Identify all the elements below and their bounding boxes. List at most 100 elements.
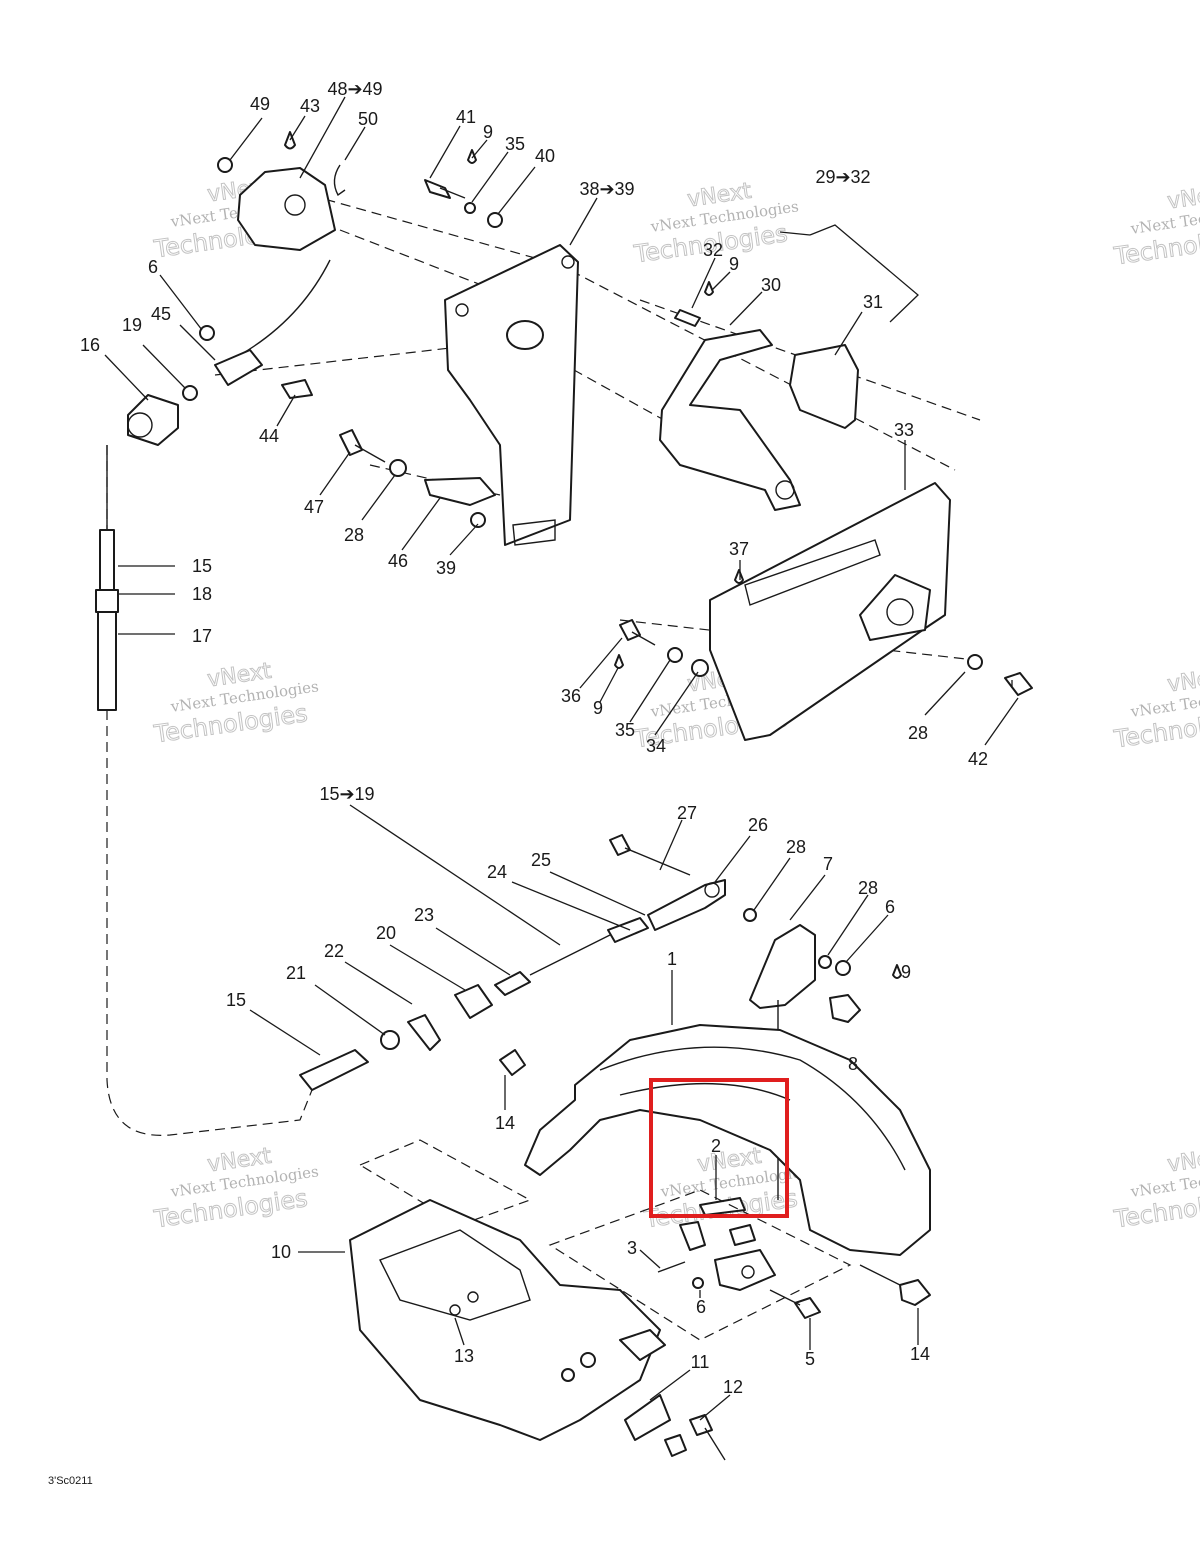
callout-9: 9 [729,254,739,274]
washer-part [380,1030,400,1050]
brake-pad-part [699,1197,746,1216]
callout-40: 40 [535,146,555,166]
side-cover-plate [709,482,951,741]
washer-part [487,212,503,228]
caliper-hole [741,1265,755,1279]
chaincase-hole [449,1304,461,1316]
assembly-axis-line [309,194,956,471]
brake-pedal-arm [659,329,801,511]
callout-39: 39 [436,558,456,578]
cable-threaded-end [99,529,115,591]
callout-29-32: 29➔32 [815,167,870,187]
brake-bracket-plate [444,244,579,546]
cable-end-part [214,349,263,386]
washer-part [182,385,198,401]
nut-part [835,960,851,976]
callout-labels: 49 43 48➔49 50 41 9 35 40 38➔39 29➔32 32… [80,79,988,1397]
screw-thread [859,1264,901,1286]
nut-part [692,1277,704,1289]
spring-clip-part [333,164,346,197]
callout-44: 44 [259,426,279,446]
callout-38-39: 38➔39 [579,179,634,199]
lock-washer-part [464,202,476,214]
thread-lock-icon [704,281,714,296]
bolt-thread [354,444,386,463]
callout-27: 27 [677,803,697,823]
washer-part [743,908,757,922]
plate-part [624,1394,671,1441]
callout-20: 20 [376,923,396,943]
cover-hole [886,598,914,626]
lower-assembly [349,1024,931,1461]
cover-boss [859,574,931,641]
grease-drop-icon [284,131,296,150]
callout-31: 31 [863,292,883,312]
brake-lever-arm [647,879,726,931]
clip-part [407,1014,441,1051]
bolt-thread [631,631,656,646]
callout-11: 11 [691,1352,710,1372]
bracket-clip-part [424,477,496,506]
leader-line [779,231,811,236]
washer-part [691,659,709,677]
bearing-part [619,1329,666,1361]
callout-15-19: 15➔19 [319,784,374,804]
rivet-part [689,1414,713,1436]
plate-slot [512,519,556,546]
brake-pad-part [679,1221,706,1251]
callout-42: 42 [968,749,988,769]
figure-reference: 3'Sc0211 [48,1475,93,1487]
cable-housing-cap-part [127,394,179,446]
chaincase-housing [349,1199,661,1441]
watermark-vnext: vNext [1166,1144,1200,1178]
lever-pivot [704,882,720,898]
callout-2: 2 [711,1136,721,1156]
washer-part [667,647,683,663]
cable-rod [529,934,611,976]
callout-28: 28 [908,723,928,743]
rod-end-part [607,917,649,943]
callout-46: 46 [388,551,408,571]
highlight-box [649,1078,789,1218]
callout-9: 9 [593,698,603,718]
callout-26: 26 [748,815,768,835]
callout-24: 24 [487,862,507,882]
callout-10: 10 [271,1242,291,1262]
callout-22: 22 [324,941,344,961]
callout-14: 14 [495,1113,515,1133]
bolt-thread [439,187,466,199]
thread-lock-icon [734,569,744,584]
callout-14: 14 [910,1344,930,1364]
chaincase-inner [379,1229,531,1321]
caliper-bracket-part [749,924,816,1009]
rivet-part [664,1434,687,1457]
callout-19: 19 [122,315,142,335]
nut-part [199,325,215,341]
callout-47: 47 [304,497,324,517]
watermark-vnext: vNext [1166,664,1200,698]
callout-49: 49 [250,94,270,114]
cover-slot [744,539,881,606]
callout-9: 9 [901,962,911,982]
screw-part [899,1279,931,1306]
callout-33: 33 [894,420,914,440]
assembly-outline [548,1189,852,1341]
rivet-shank [704,1427,726,1461]
guard-rib [619,1082,791,1101]
callout-1: 1 [667,949,677,969]
callout-30: 30 [761,275,781,295]
cable-end-part [299,1049,369,1091]
nut-part [580,1352,596,1368]
pedal-pad [789,344,859,429]
callout-3: 3 [627,1238,637,1258]
brake-disc-guard [524,1024,931,1256]
callout-8: 8 [848,1054,858,1074]
adjuster-part [494,971,531,996]
nut-part [470,512,486,528]
callout-6: 6 [148,257,158,277]
callout-5: 5 [805,1349,815,1369]
callout-28: 28 [344,525,364,545]
callout-28: 28 [786,837,806,857]
callout-16: 16 [80,335,100,355]
